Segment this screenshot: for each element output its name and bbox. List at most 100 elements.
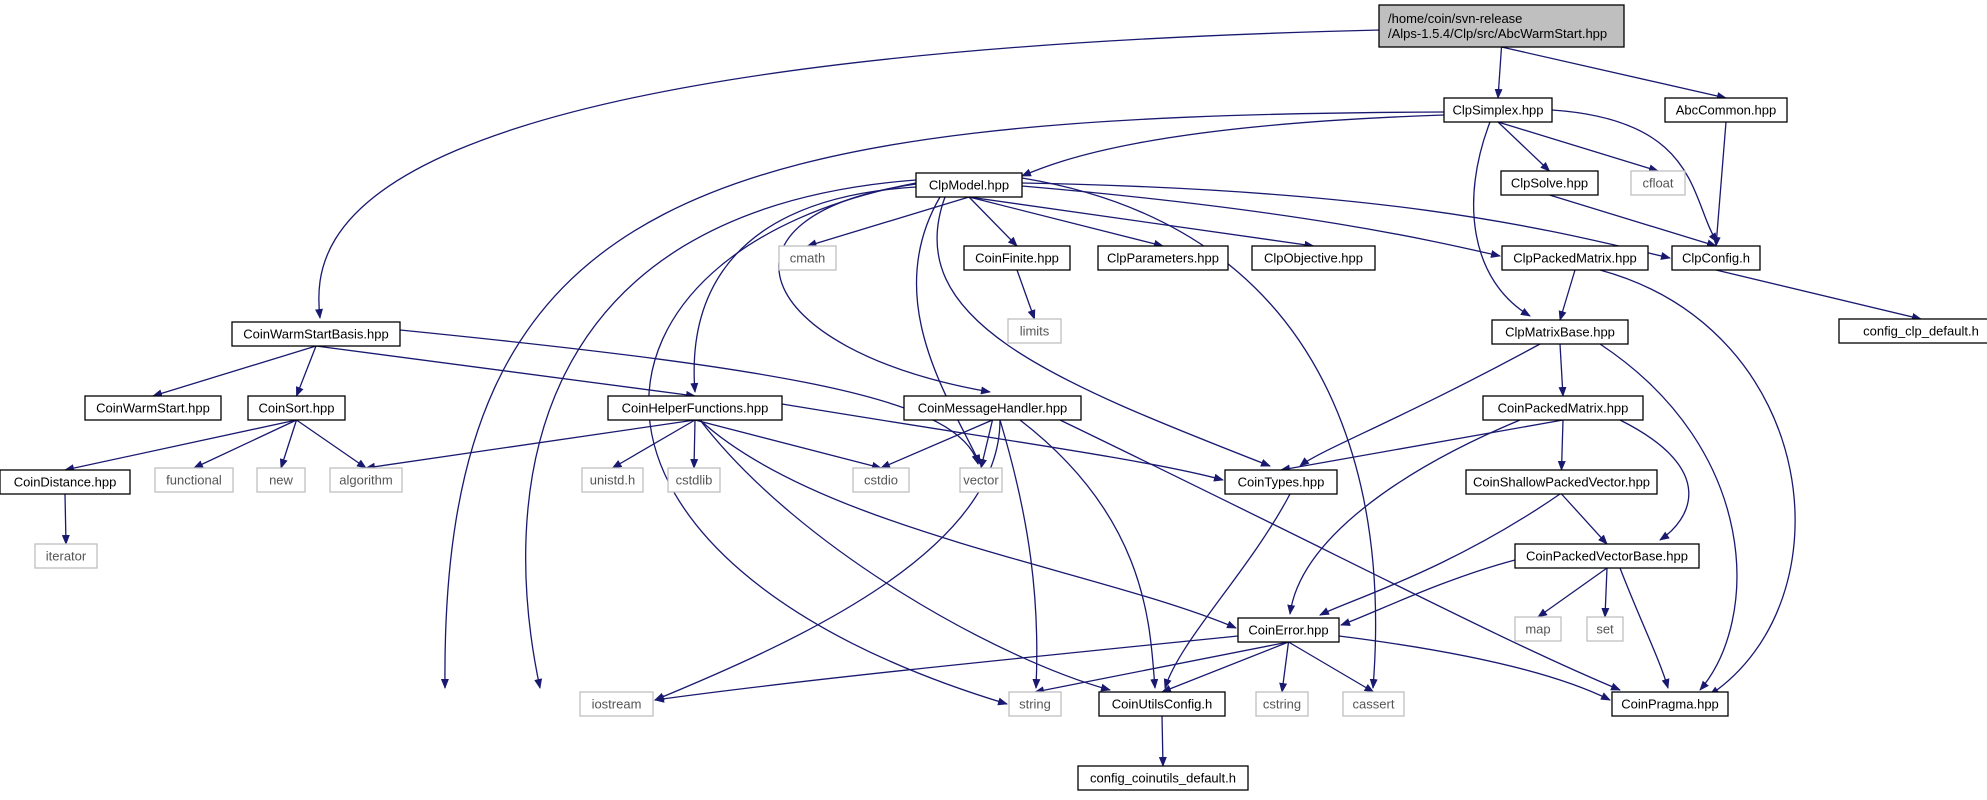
node-label: set: [1596, 622, 1614, 637]
edge-coinhelper-to-unistd: [611, 419, 696, 469]
edge-coinerror-to-iostream: [654, 635, 1239, 703]
edge-clpsolve-to-clpconfig: [1549, 194, 1717, 248]
node-box: [329, 467, 403, 493]
node-box: [1838, 318, 1987, 344]
node-clpmodel[interactable]: ClpModel.hpp: [915, 172, 1023, 198]
node-unistd: unistd.h: [581, 467, 644, 493]
edge-coinpackedmatrix-to-coinpackedvectorbase: [1619, 419, 1690, 541]
edge-coinpackedmatrix-to-cointypes: [1280, 419, 1564, 473]
edge-clpmatrixbase-to-coinpackedmatrix: [1558, 343, 1567, 397]
edge-clpconfig-to-configclp: [1715, 269, 1922, 321]
node-coinpackedvectorbase[interactable]: CoinPackedVectorBase.hpp: [1514, 543, 1700, 569]
node-root[interactable]: /home/coin/svn-release/Alps-1.5.4/Clp/sr…: [1378, 4, 1625, 48]
node-label: ClpSimplex.hpp: [1452, 103, 1543, 118]
node-coinutilsconfig[interactable]: CoinUtilsConfig.h: [1098, 691, 1226, 717]
edge-clpsimplex-to-clpmatrixbase: [1473, 121, 1531, 317]
node-clpmatrixbase[interactable]: ClpMatrixBase.hpp: [1491, 319, 1629, 345]
node-abccommon[interactable]: AbcCommon.hpp: [1664, 97, 1788, 123]
edge-clpmodel-to-iostream: [525, 179, 917, 689]
node-cstring: cstring: [1255, 691, 1309, 717]
edge-coinpackedvectorbase-to-set: [1601, 567, 1610, 618]
node-label: ClpModel.hpp: [929, 178, 1009, 193]
edge-clpmodel-to-cassert: [1021, 177, 1378, 689]
node-box: [247, 395, 346, 421]
node-label: ClpParameters.hpp: [1107, 251, 1219, 266]
edge-root-to-clpsimplex: [1494, 46, 1503, 99]
edge-clpmatrixbase-to-cointypes: [1299, 343, 1541, 467]
node-clpsolve[interactable]: ClpSolve.hpp: [1500, 170, 1599, 196]
node-coinwarmstartbasis[interactable]: CoinWarmStartBasis.hpp: [231, 321, 401, 347]
edge-clpmodel-to-clppackedmatrix: [1021, 185, 1501, 258]
node-iostream: iostream: [579, 691, 654, 717]
edge-clpmodel-to-coinmessage: [778, 183, 991, 395]
edge-coinerror-to-coinpragma: [1338, 635, 1611, 701]
node-box: [1007, 318, 1062, 344]
node-box: [1482, 395, 1644, 421]
node-clpobjective[interactable]: ClpObjective.hpp: [1251, 245, 1376, 271]
node-label: CoinDistance.hpp: [14, 475, 117, 490]
edge-coinfinite-to-limits: [1016, 269, 1036, 320]
node-label: iostream: [592, 697, 642, 712]
node-box: [963, 245, 1071, 271]
node-label: cfloat: [1642, 176, 1673, 191]
edge-clpsimplex-to-iostream: [440, 111, 1445, 689]
node-label: string: [1019, 697, 1051, 712]
node-label: CoinPackedVectorBase.hpp: [1526, 549, 1688, 564]
node-coinsort[interactable]: CoinSort.hpp: [247, 395, 346, 421]
edge-coinpackedvectorbase-to-coinpragma: [1619, 567, 1670, 689]
edge-clpmatrixbase-to-coinpragma: [1599, 343, 1738, 691]
edge-clppackedmatrix-to-clpmatrixbase: [1558, 269, 1576, 321]
node-coinpackedmatrix[interactable]: CoinPackedMatrix.hpp: [1482, 395, 1644, 421]
node-coinwarmstart[interactable]: CoinWarmStart.hpp: [84, 395, 222, 421]
node-coinpragma[interactable]: CoinPragma.hpp: [1611, 691, 1729, 717]
node-box: [34, 543, 98, 569]
node-label: config_clp_default.h: [1863, 324, 1979, 339]
edge-coinmessage-to-coinutilsconfig: [1019, 419, 1159, 689]
edge-coinhelper-to-cstdlib: [690, 419, 699, 469]
edge-coinmessage-to-iostream: [654, 419, 1001, 701]
node-box: [1671, 245, 1761, 271]
edge-coinshallow-to-coinpackedvectorbase: [1561, 493, 1608, 545]
node-clpsimplex[interactable]: ClpSimplex.hpp: [1443, 97, 1553, 123]
node-clpconfig[interactable]: ClpConfig.h: [1671, 245, 1761, 271]
edge-clpmodel-to-cointypes: [936, 196, 1271, 467]
edge-clpmodel-to-clpobjective: [968, 196, 1315, 249]
edge-coinhelper-to-coinerror: [699, 419, 1237, 629]
edges-layer: [61, 29, 1922, 767]
node-box: [1255, 691, 1309, 717]
edge-coinshallow-to-coinerror: [1319, 493, 1561, 616]
node-box: [1491, 319, 1629, 345]
node-box: [1098, 691, 1226, 717]
node-coinshallow[interactable]: CoinShallowPackedVector.hpp: [1465, 469, 1658, 495]
node-clppackedmatrix[interactable]: ClpPackedMatrix.hpp: [1501, 245, 1649, 271]
node-configcoinutils[interactable]: config_coinutils_default.h: [1077, 765, 1249, 791]
edge-coinwarmstartbasis-to-vector: [399, 329, 980, 465]
node-configclp[interactable]: config_clp_default.h: [1838, 318, 1987, 344]
node-label: iterator: [46, 549, 87, 564]
node-label: cstdlib: [676, 473, 713, 488]
node-label: vector: [963, 473, 999, 488]
edge-clpmodel-to-cmath: [806, 196, 970, 248]
node-label: CoinWarmStartBasis.hpp: [243, 327, 388, 342]
node-clpparameters[interactable]: ClpParameters.hpp: [1097, 245, 1229, 271]
node-label: CoinShallowPackedVector.hpp: [1473, 475, 1650, 490]
node-coinmessage[interactable]: CoinMessageHandler.hpp: [903, 395, 1082, 421]
edge-clpmodel-to-coinhelper: [690, 186, 917, 393]
node-algorithm: algorithm: [329, 467, 403, 493]
node-box: [667, 467, 721, 493]
node-box: [1501, 245, 1649, 271]
edge-abccommon-to-clpconfig: [1712, 121, 1727, 247]
edge-clpmodel-to-clpparameters: [968, 196, 1164, 248]
node-box: [1586, 616, 1624, 642]
node-cointypes[interactable]: CoinTypes.hpp: [1224, 469, 1338, 495]
node-label: CoinSort.hpp: [259, 401, 335, 416]
node-box: [1378, 4, 1625, 48]
node-label: map: [1525, 622, 1550, 637]
node-coindistance[interactable]: CoinDistance.hpp: [0, 469, 131, 495]
node-coinfinite[interactable]: CoinFinite.hpp: [963, 245, 1071, 271]
node-string: string: [1008, 691, 1062, 717]
node-coinhelper[interactable]: CoinHelperFunctions.hpp: [607, 395, 783, 421]
edge-cointypes-to-coinutilsconfig: [1163, 493, 1291, 689]
node-coinerror[interactable]: CoinError.hpp: [1237, 617, 1340, 643]
